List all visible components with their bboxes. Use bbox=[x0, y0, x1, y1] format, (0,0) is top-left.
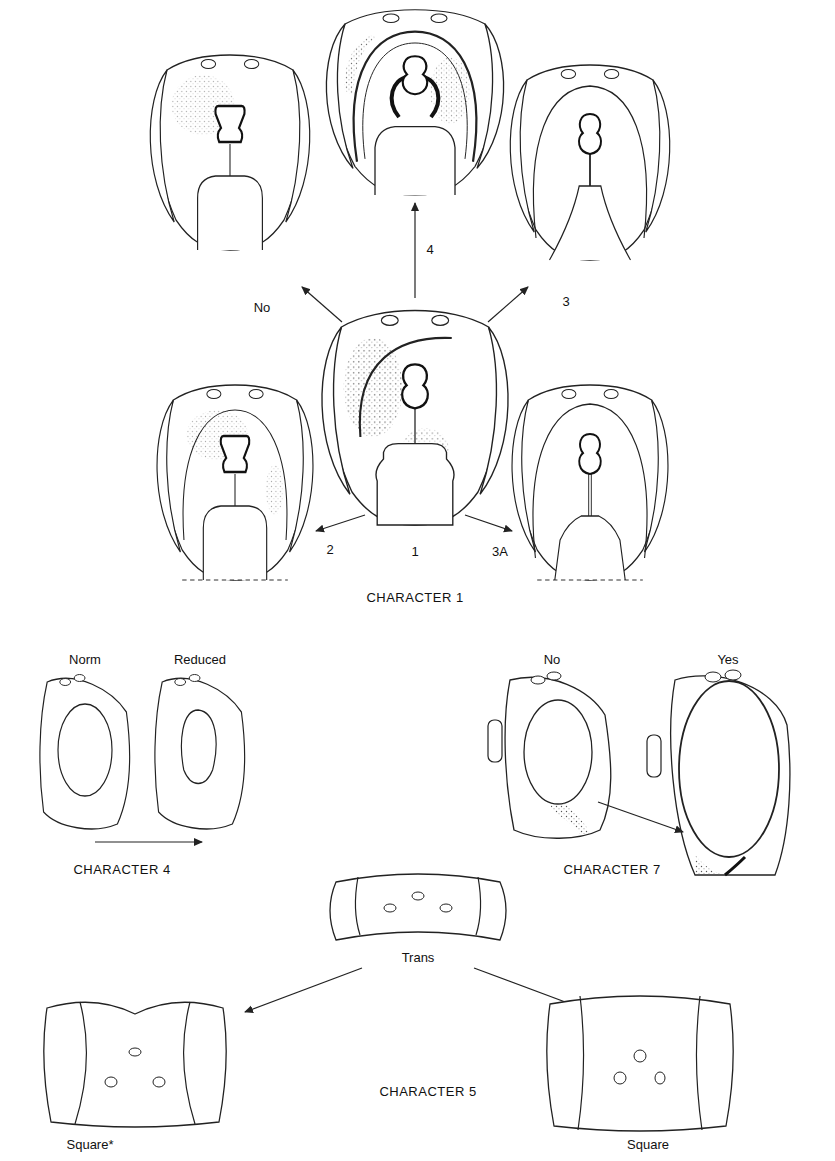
state-label: Square bbox=[625, 1138, 671, 1152]
state-label: No bbox=[542, 653, 563, 667]
character-title: CHARACTER 5 bbox=[377, 1085, 478, 1099]
state-label: Reduced bbox=[172, 653, 228, 667]
character-title: CHARACTER 7 bbox=[561, 863, 662, 877]
state-label: Trans bbox=[400, 951, 437, 965]
callout-number: 3A bbox=[490, 545, 510, 559]
state-label: Norm bbox=[67, 653, 103, 667]
callout-number: 2 bbox=[324, 543, 335, 557]
state-label: Square* bbox=[65, 1138, 116, 1152]
character-title: CHARACTER 4 bbox=[71, 863, 172, 877]
callout-number: 4 bbox=[424, 243, 435, 257]
callout-number: 1 bbox=[409, 545, 420, 559]
character-title: CHARACTER 1 bbox=[364, 591, 465, 605]
state-label: Yes bbox=[715, 653, 740, 667]
state-label: No bbox=[252, 301, 273, 315]
callout-number: 3 bbox=[560, 295, 571, 309]
